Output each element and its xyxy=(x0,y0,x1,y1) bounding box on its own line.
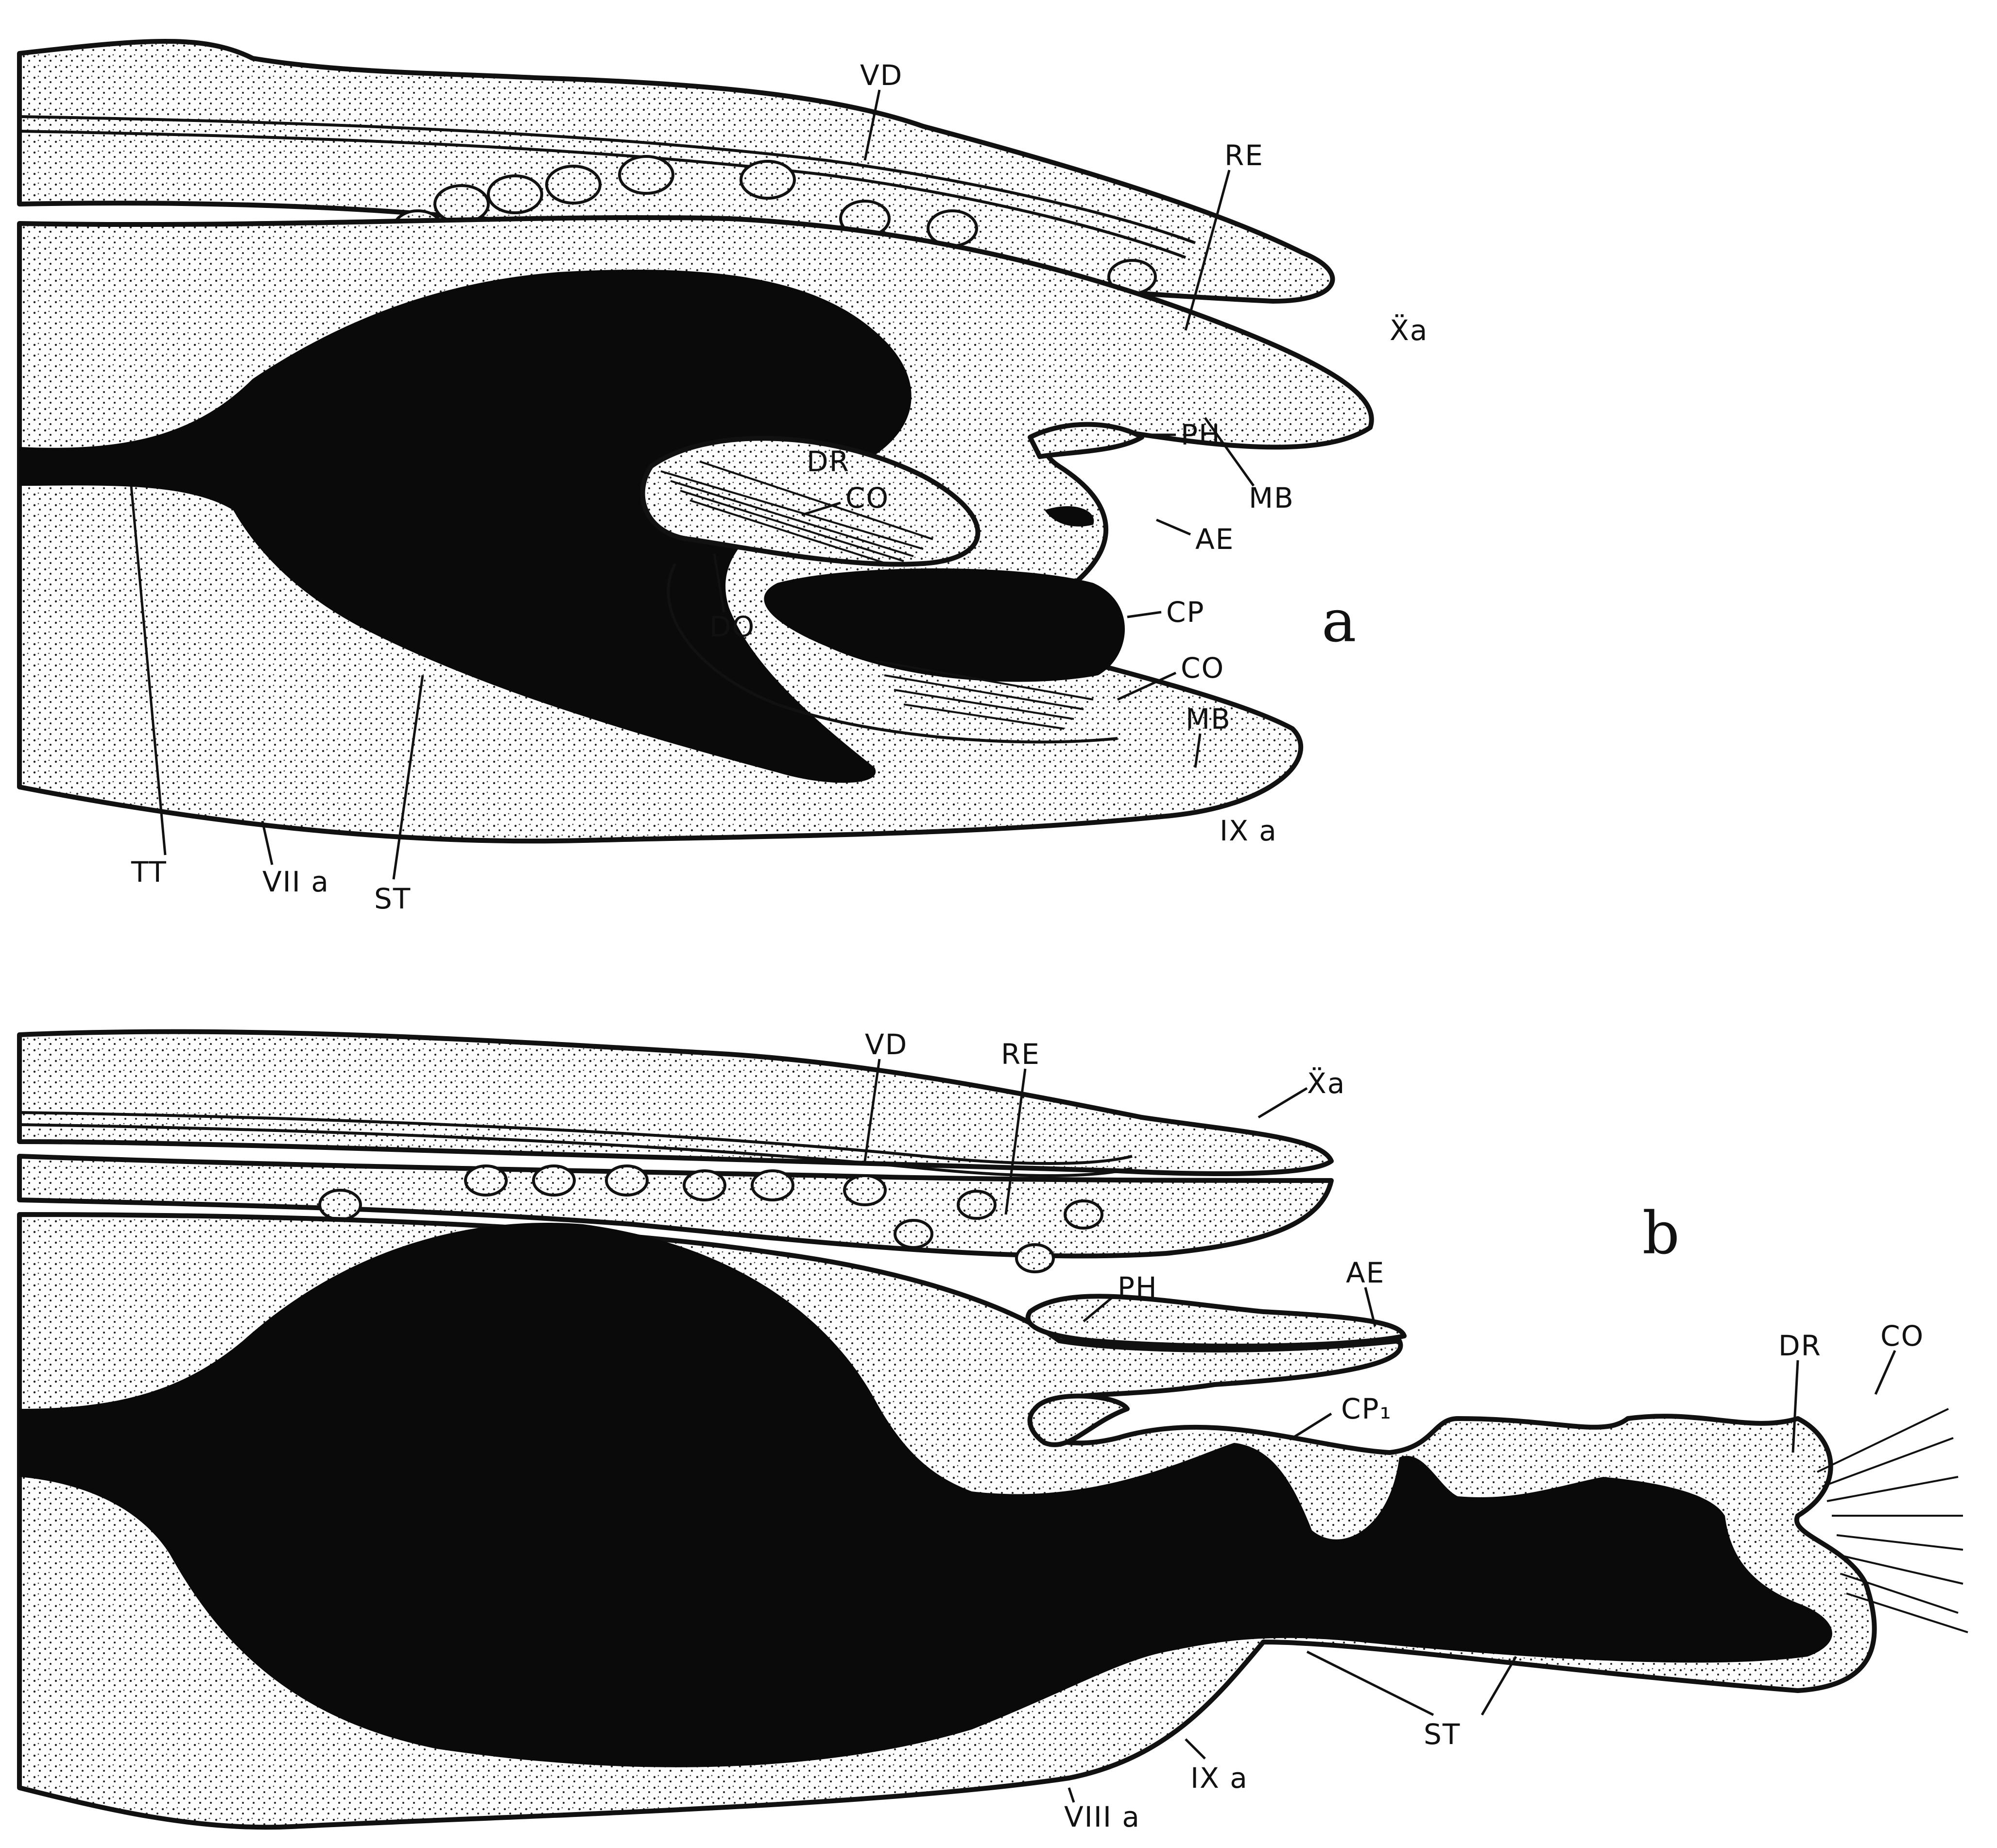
label-b-st: ST xyxy=(1424,1718,1461,1751)
panel-b-dorsal-band xyxy=(19,1032,1331,1174)
label-a-dr: DR xyxy=(807,445,850,478)
label-a-co-bottom: CO xyxy=(1181,651,1224,684)
label-b-xa: Ẍa xyxy=(1307,1067,1345,1100)
panel-b xyxy=(19,1032,1968,1828)
label-a-re: RE xyxy=(1224,139,1264,172)
label-b-vd: VD xyxy=(865,1028,908,1061)
panel-a-phallus xyxy=(1030,425,1142,457)
panel-a xyxy=(19,41,1372,841)
label-b-viiia: VIII a xyxy=(1064,1800,1140,1833)
label-a-do: DO xyxy=(709,610,755,643)
label-a-st: ST xyxy=(374,882,411,915)
label-b-cp1: CP₁ xyxy=(1341,1392,1392,1425)
label-a-cp: CP xyxy=(1166,596,1205,629)
label-a-co-top: CO xyxy=(845,481,889,514)
label-b-dr: DR xyxy=(1778,1329,1822,1362)
label-a-mb-bottom: MB xyxy=(1186,702,1231,736)
label-a-tt: TT xyxy=(131,856,167,889)
panel-b-letter: b xyxy=(1642,1200,1680,1267)
label-a-vd: VD xyxy=(860,59,903,92)
label-a-ph: PH xyxy=(1181,418,1221,451)
label-a-ae: AE xyxy=(1195,523,1234,556)
panel-a-letter: a xyxy=(1322,588,1357,655)
label-b-ixa: IX a xyxy=(1190,1762,1248,1795)
label-b-ae: AE xyxy=(1346,1256,1385,1289)
label-a-viia: VII a xyxy=(262,865,329,898)
label-b-co: CO xyxy=(1880,1319,1924,1352)
label-b-ph: PH xyxy=(1118,1271,1158,1304)
label-a-mb-top: MB xyxy=(1249,481,1294,514)
label-a-xa: Ẍa xyxy=(1390,314,1428,347)
label-a-ixa: IX a xyxy=(1220,814,1277,847)
label-b-re: RE xyxy=(1001,1038,1040,1071)
